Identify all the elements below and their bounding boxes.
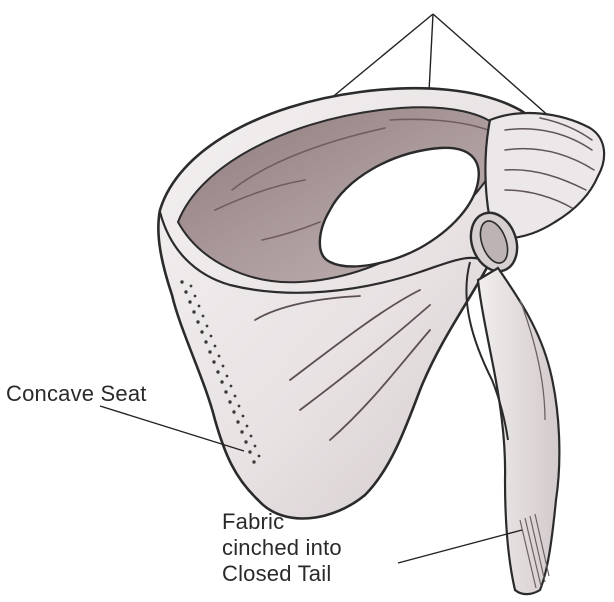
label-closed-tail: Fabric cinched into Closed Tail: [222, 509, 342, 587]
tail-strip: [478, 268, 559, 594]
leader-line-closed-tail: [398, 530, 522, 563]
label-tail-line-3: Closed Tail: [222, 561, 342, 587]
label-concave-seat: Concave Seat: [6, 381, 147, 407]
label-tail-line-1: Fabric: [222, 509, 342, 535]
label-tail-line-2: cinched into: [222, 535, 342, 561]
closed-tail: [466, 262, 559, 594]
